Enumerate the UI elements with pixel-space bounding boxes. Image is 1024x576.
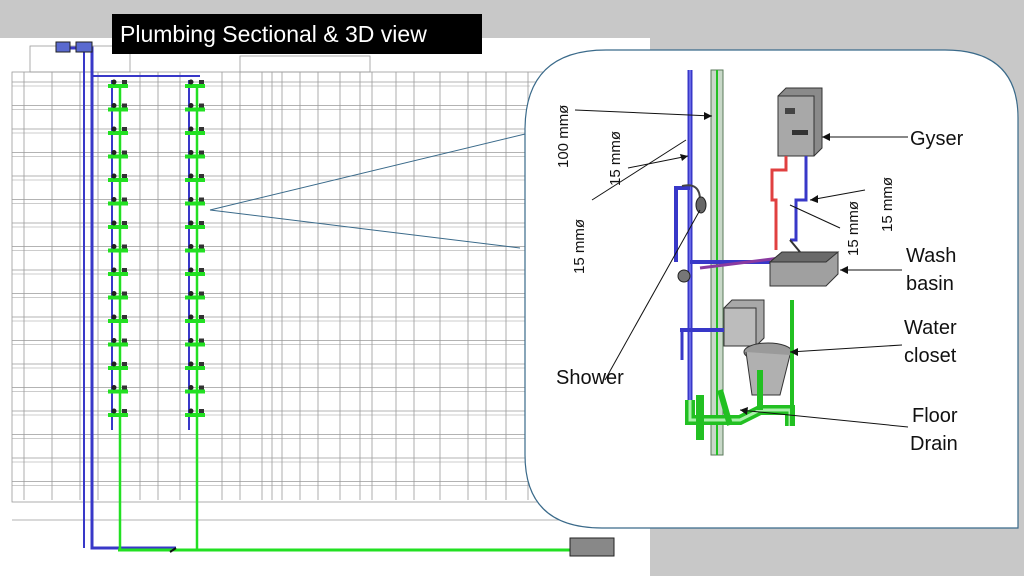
floor-drain-pipes xyxy=(680,300,795,440)
dim-15mm-a: 15 mmø xyxy=(607,131,624,186)
leader-arrowheads xyxy=(680,112,848,415)
dim-100mm: 100 mmø xyxy=(555,105,572,168)
label-floor-drain-line1: Floor xyxy=(912,405,958,427)
shower-fixture xyxy=(674,184,707,283)
dim-15mm-d: 15 mmø xyxy=(879,177,896,232)
label-water-closet-line1: Water xyxy=(904,317,957,339)
label-gyser: Gyser xyxy=(910,128,964,150)
label-water-closet-line2: closet xyxy=(904,345,957,367)
leader-lines xyxy=(574,109,909,428)
label-shower: Shower xyxy=(556,367,624,389)
dim-15mm-b: 15 mmø xyxy=(571,219,588,274)
section-plumbing-stacks xyxy=(55,41,615,557)
plumbing-3d-detail xyxy=(674,69,840,456)
label-wash-basin-line1: Wash xyxy=(906,245,956,267)
dim-15mm-c: 15 mmø xyxy=(845,201,862,256)
label-floor-drain-line2: Drain xyxy=(910,433,958,455)
geyser-cold-pipe xyxy=(790,156,808,242)
detail-callout-frame xyxy=(524,49,1019,529)
zoom-callout-lines xyxy=(209,127,551,249)
wash-basin-fixture xyxy=(768,239,840,287)
building-section-elevation xyxy=(11,45,649,521)
page-title: Plumbing Sectional & 3D view xyxy=(112,14,482,54)
hot-water-pipe xyxy=(770,156,788,250)
label-wash-basin-line2: basin xyxy=(906,273,954,295)
geyser-unit xyxy=(777,87,823,157)
